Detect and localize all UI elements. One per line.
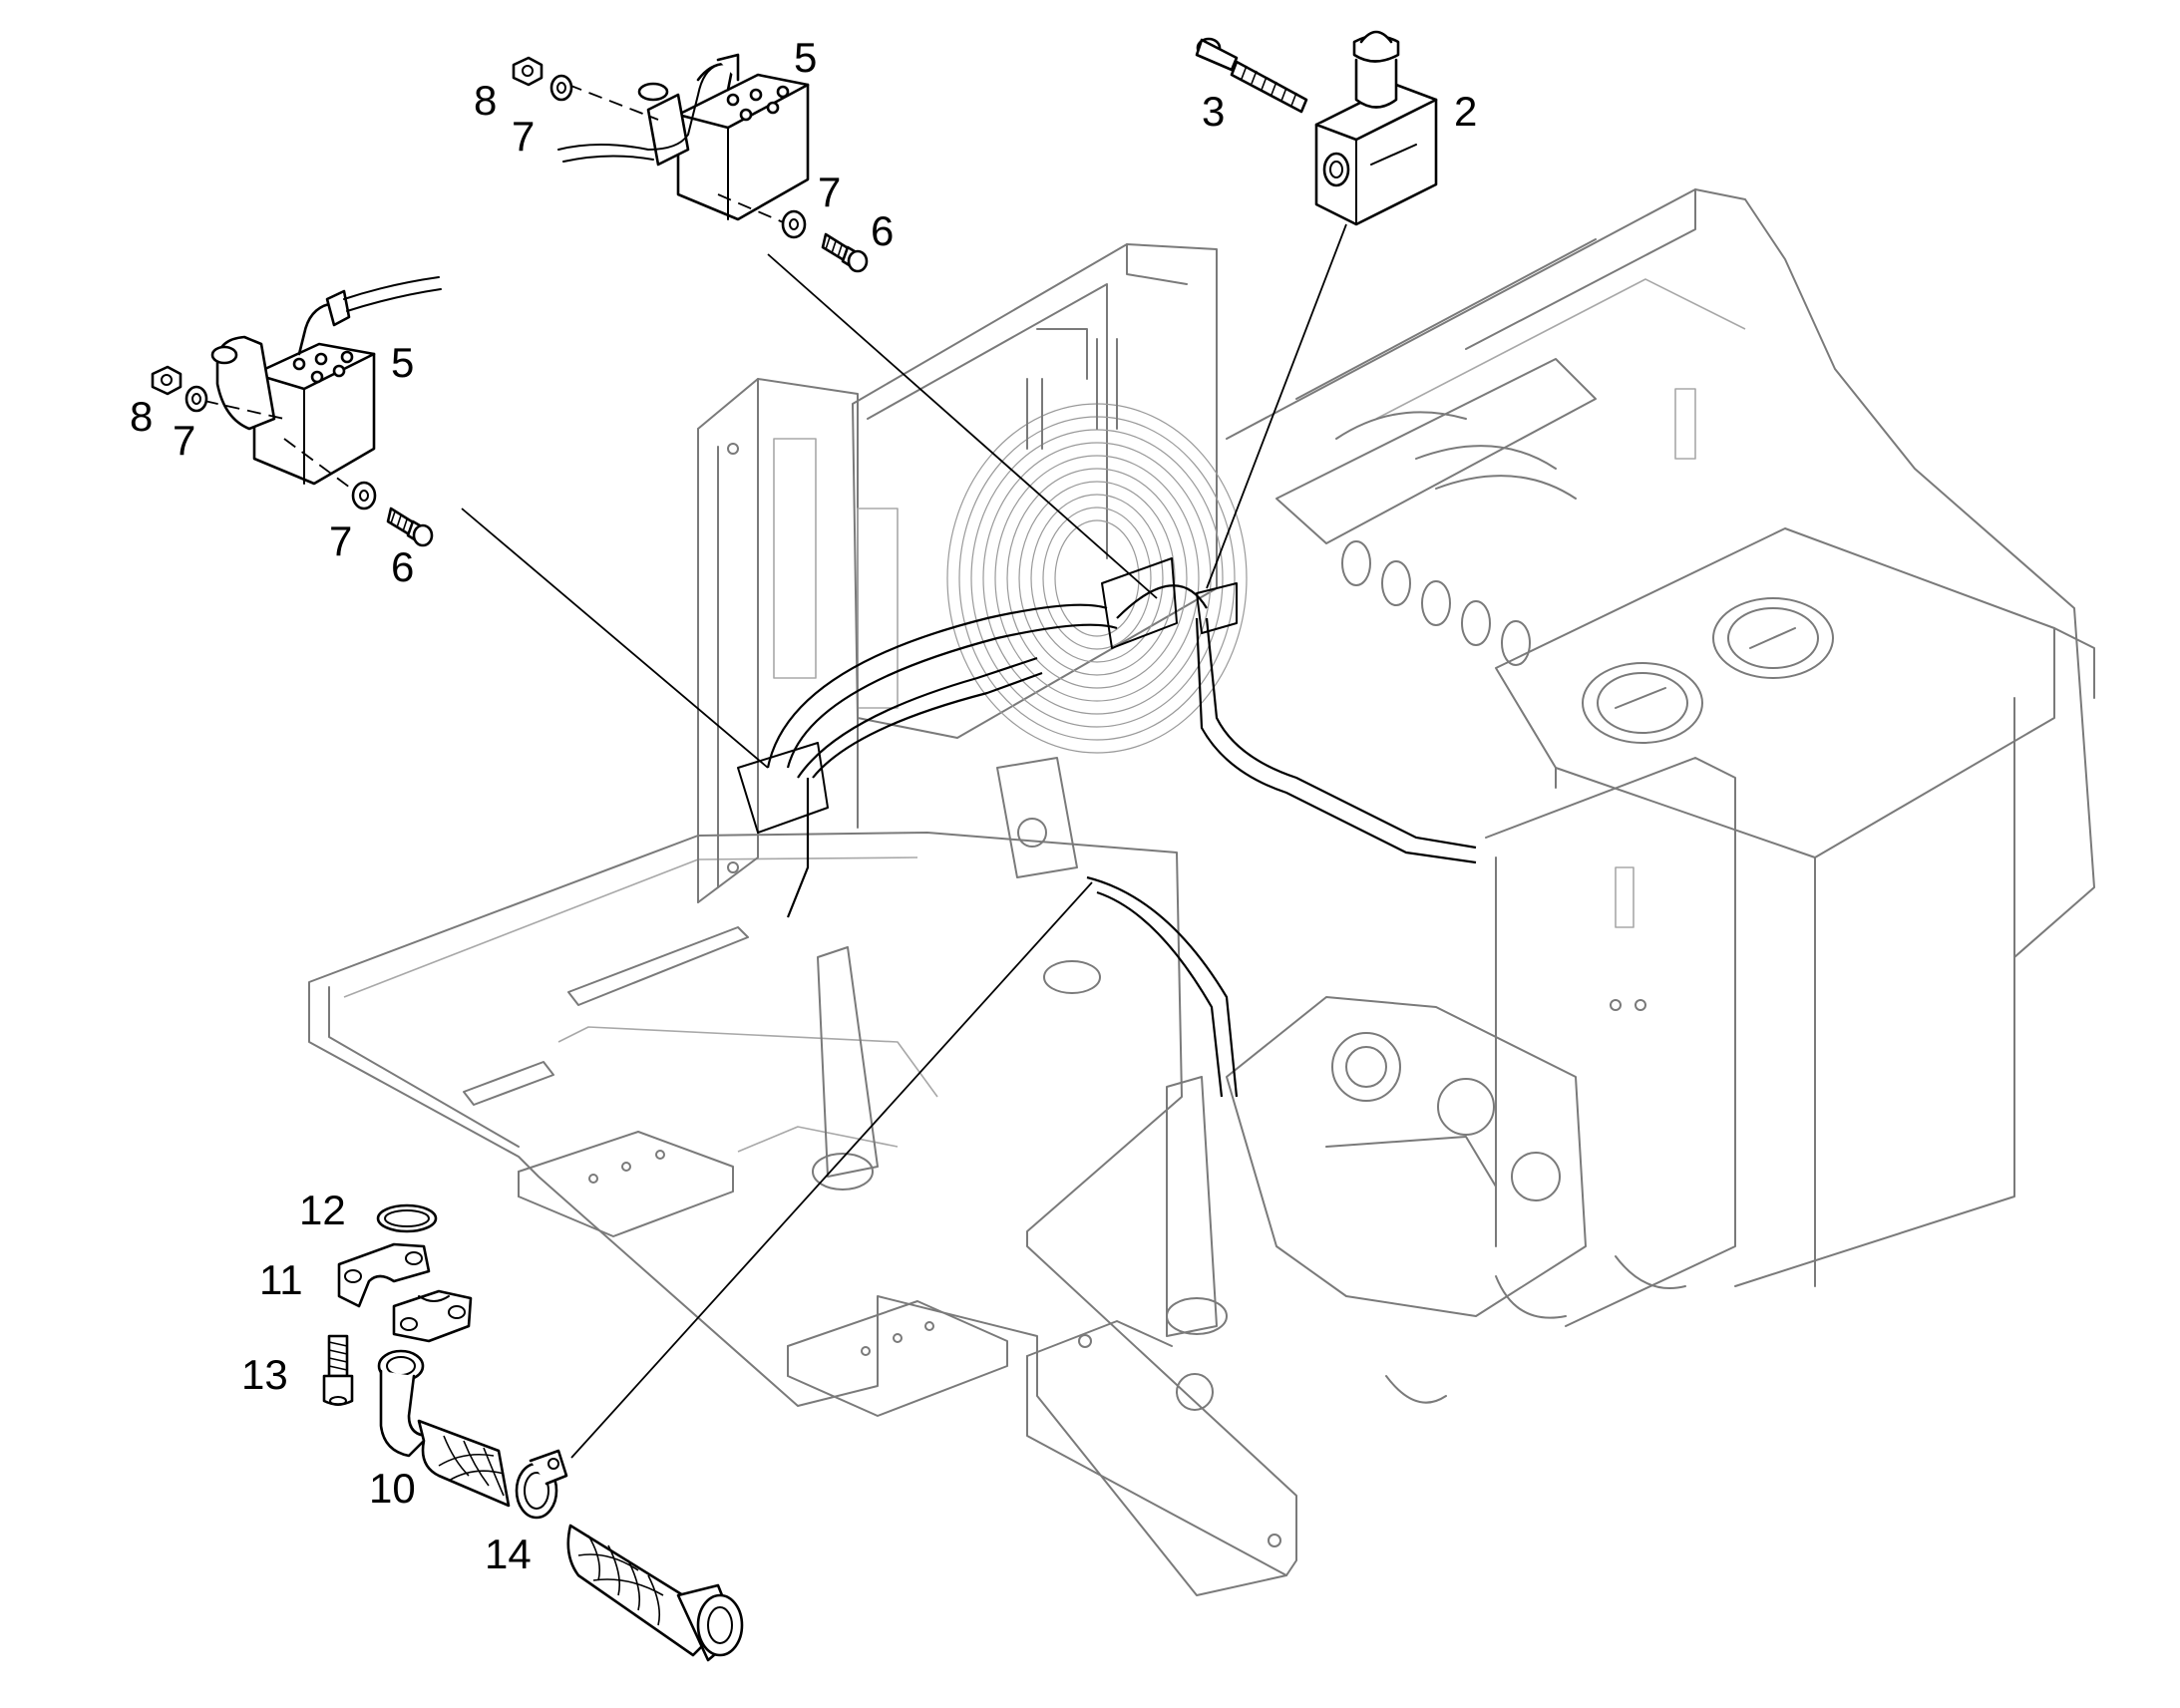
- screw-6-upper: [821, 232, 869, 273]
- callout-14: 14: [485, 1531, 532, 1577]
- callout-7-left-a: 7: [173, 417, 195, 464]
- washer-7-upper-a: [549, 74, 573, 102]
- installed-filters: [737, 557, 1238, 834]
- screw-3: [1195, 37, 1308, 114]
- nut-8-left: [151, 365, 182, 396]
- callout-8-upper: 8: [474, 77, 497, 124]
- callout-7-left-b: 7: [329, 517, 352, 564]
- hydraulic-hoses: [766, 584, 1477, 1098]
- solenoid-valve-upper: [557, 53, 810, 225]
- washer-7-left-b: [351, 481, 377, 511]
- callout-2: 2: [1454, 88, 1477, 135]
- solenoid-valve-left: [203, 276, 442, 492]
- fan-coil: [946, 403, 1248, 754]
- callout-10: 10: [369, 1465, 416, 1512]
- callout-12: 12: [299, 1187, 346, 1233]
- callout-6-left: 6: [391, 543, 414, 590]
- washer-7-upper-b: [781, 209, 807, 239]
- bolt-13: [322, 1334, 354, 1406]
- machine-frame: [308, 188, 2095, 1596]
- callout-5-upper: 5: [794, 34, 817, 81]
- callout-labels: 2 3 5 8 7 7 6 5 8 7 7 6 12 11 13 10 14: [130, 34, 1477, 1577]
- leader-lines: [461, 223, 1347, 1459]
- callout-11: 11: [259, 1256, 303, 1303]
- flange-half-11-a: [337, 1242, 431, 1308]
- callout-6-upper: 6: [871, 207, 894, 254]
- washer-7-left-a: [184, 385, 208, 413]
- callout-5-left: 5: [391, 339, 414, 386]
- screw-6-left: [386, 507, 434, 547]
- valve-block-2: [1314, 30, 1438, 226]
- callout-7-upper-b: 7: [818, 169, 841, 215]
- hose-clamp-14: [515, 1449, 568, 1520]
- callout-13: 13: [241, 1351, 288, 1398]
- callout-7-upper-a: 7: [512, 113, 535, 160]
- callout-3: 3: [1202, 88, 1225, 135]
- flange-half-11-b: [392, 1289, 473, 1343]
- hose-end-fitting: [566, 1524, 744, 1662]
- o-ring-12: [376, 1203, 438, 1233]
- nut-8-upper: [512, 56, 544, 87]
- elbow-fitting-10: [377, 1349, 511, 1508]
- callout-8-left: 8: [130, 393, 153, 440]
